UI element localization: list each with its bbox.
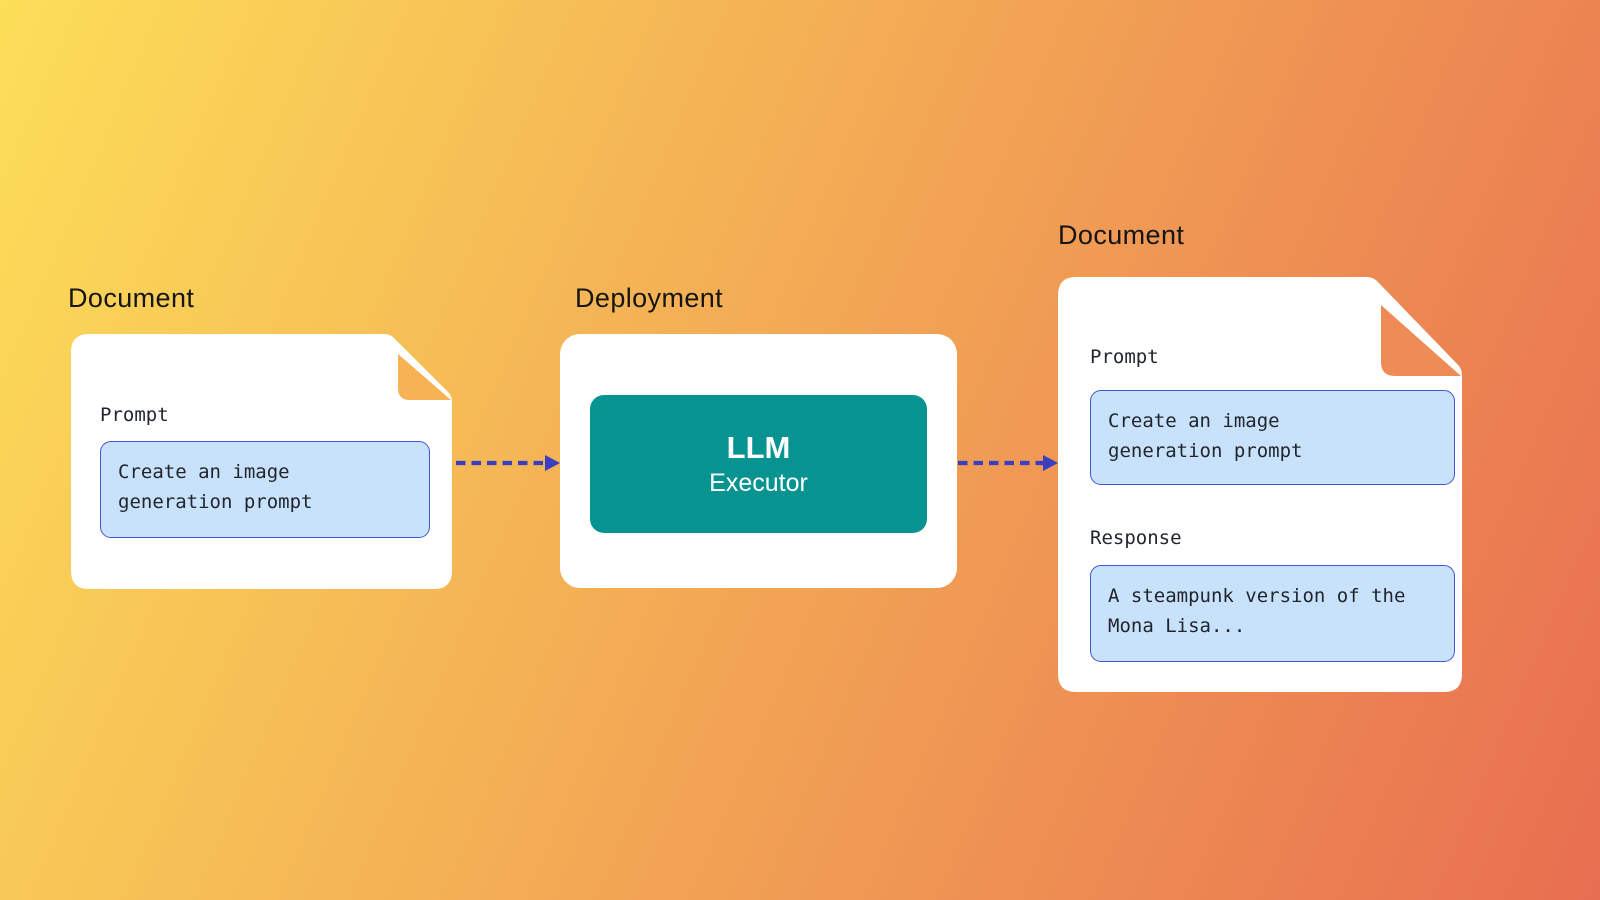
flow-arrow-deployment-to-output (958, 455, 1058, 471)
deployment-card: LLM Executor (560, 334, 957, 588)
response-value: A steampunk version of the Mona Lisa... (1108, 585, 1406, 637)
deployment-heading: Deployment (575, 283, 724, 313)
field-value-box: A steampunk version of the Mona Lisa... (1090, 565, 1455, 662)
field-label-response: Response (1090, 527, 1182, 549)
folded-corner-icon (1381, 305, 1461, 376)
llm-title: LLM (726, 430, 791, 465)
arrow-head-icon (545, 455, 560, 471)
flow-arrow-input-to-deployment (456, 455, 560, 471)
field-label-prompt: Prompt (100, 404, 169, 426)
prompt-value: Create an image generation prompt (118, 461, 313, 513)
llm-executor-block: LLM Executor (590, 395, 927, 533)
input-document-heading: Document (68, 283, 195, 313)
field-value-box: Create an image generation prompt (100, 441, 430, 538)
output-document-heading: Document (1058, 220, 1185, 250)
input-document-card: Prompt Create an image generation prompt (71, 334, 452, 589)
field-value-box: Create an image generation prompt (1090, 390, 1455, 485)
executor-subtitle: Executor (709, 469, 808, 497)
folded-corner-icon (398, 354, 451, 400)
field-label-prompt: Prompt (1090, 346, 1159, 368)
output-document-card: Prompt Create an image generation prompt… (1058, 277, 1462, 692)
prompt-value: Create an image generation prompt (1108, 410, 1303, 462)
arrow-head-icon (1043, 455, 1058, 471)
